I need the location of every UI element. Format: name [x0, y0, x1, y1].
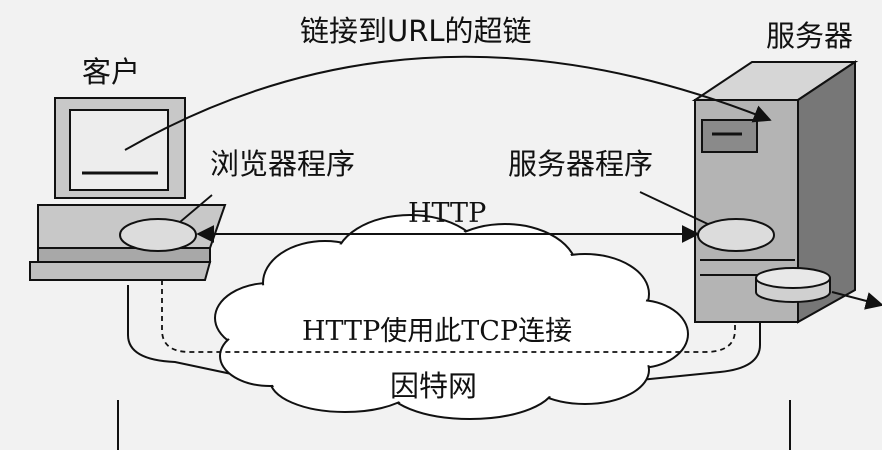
http-label: HTTP: [408, 198, 487, 229]
disk-icon: [755, 267, 831, 303]
tcp-connection-label: HTTP使用此TCP连接: [302, 316, 573, 347]
browser-program-ellipse: [119, 218, 197, 252]
server-program-ellipse: [697, 218, 775, 252]
browser-pointer-line: [179, 194, 213, 223]
tcp-connection-dashed-line: [161, 262, 736, 353]
server-label: 服务器: [766, 19, 854, 53]
internet-label: 因特网: [390, 369, 478, 403]
server-network-cable: [639, 285, 761, 381]
hyperlink-label: 链接到URL的超链: [300, 14, 532, 48]
client-label: 客户: [82, 55, 141, 89]
browser-program-label: 浏览器程序: [210, 147, 356, 181]
hyperlink-arrow: [124, 55, 772, 151]
client-computer: [29, 97, 227, 281]
server-program-label: 服务器程序: [508, 147, 654, 181]
server-pointer-line: [639, 191, 713, 227]
client-network-cable: [127, 285, 261, 381]
disk-output-arrow: [831, 291, 882, 310]
